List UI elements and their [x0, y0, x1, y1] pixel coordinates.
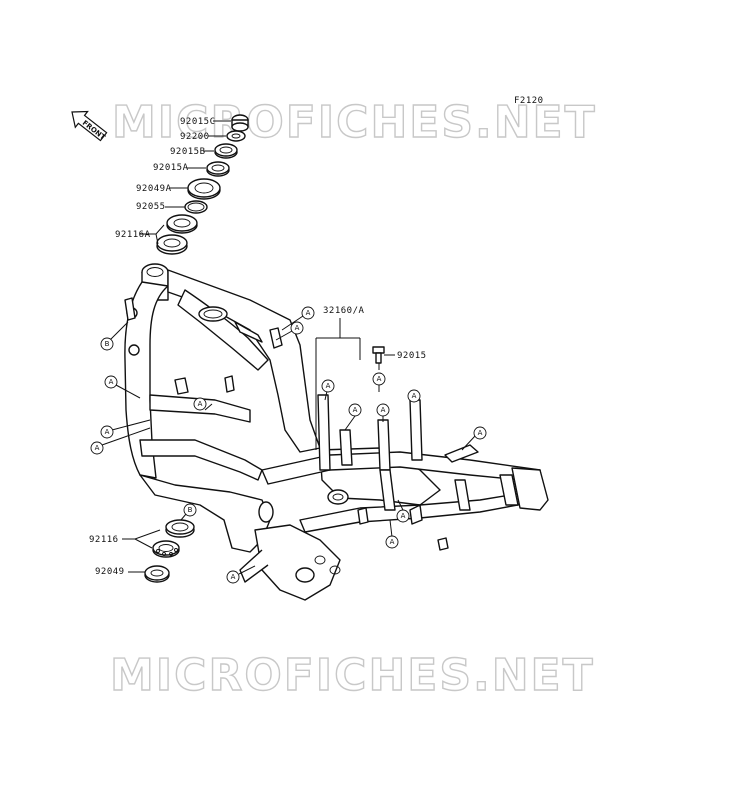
- label-92116a[interactable]: 92116A: [115, 230, 151, 240]
- part-92116-upper[interactable]: [165, 519, 195, 538]
- watermark-bottom: MICROFICHES.NET: [110, 650, 595, 701]
- label-92015c[interactable]: 92015C: [180, 117, 216, 127]
- svg-text:B: B: [188, 506, 193, 514]
- upper-labels: 92015C 92200 92015B 92015A 92049A 92055 …: [115, 117, 231, 245]
- svg-text:A: A: [306, 309, 311, 317]
- callout-a-4: A: [193, 397, 213, 411]
- label-92055[interactable]: 92055: [136, 202, 166, 212]
- part-92049a[interactable]: [187, 178, 221, 200]
- label-92049[interactable]: 92049: [95, 567, 125, 577]
- svg-text:A: A: [326, 382, 331, 390]
- callout-a-11: A: [407, 389, 421, 403]
- part-92116a-lower[interactable]: [156, 234, 188, 255]
- part-92015c[interactable]: [231, 114, 249, 132]
- part-92015[interactable]: [372, 346, 385, 364]
- label-32160a-group: 32160/A: [315, 306, 365, 450]
- svg-text:A: A: [105, 428, 110, 436]
- callout-a-3: A: [104, 375, 141, 399]
- diagram-code: F2120: [514, 96, 544, 106]
- steering-stem-parts: [156, 114, 249, 255]
- svg-text:A: A: [401, 512, 406, 520]
- svg-text:A: A: [95, 444, 100, 452]
- svg-text:A: A: [412, 392, 417, 400]
- svg-text:A: A: [377, 375, 382, 383]
- svg-text:A: A: [381, 406, 386, 414]
- label-92015a[interactable]: 92015A: [153, 163, 189, 173]
- svg-text:A: A: [295, 324, 300, 332]
- callout-a-10: A: [376, 403, 390, 422]
- svg-text:A: A: [198, 400, 203, 408]
- callout-a-9: A: [344, 403, 362, 431]
- callout-a-2: A: [275, 321, 304, 341]
- svg-text:A: A: [390, 538, 395, 546]
- callout-a-13: A: [396, 499, 410, 523]
- callout-a-1: A: [281, 306, 315, 331]
- part-92015b[interactable]: [214, 143, 238, 159]
- callout-b-1: B: [100, 321, 129, 351]
- label-92015[interactable]: 92015: [397, 351, 427, 361]
- part-92200[interactable]: [226, 130, 246, 142]
- callout-a-5: A: [100, 419, 151, 439]
- part-92055[interactable]: [184, 200, 208, 214]
- part-92015a[interactable]: [206, 161, 230, 177]
- callout-a-15: A: [226, 565, 256, 584]
- svg-text:B: B: [105, 340, 110, 348]
- svg-text:A: A: [353, 406, 358, 414]
- part-92116-lower[interactable]: [152, 540, 180, 558]
- frame-assembly[interactable]: [124, 263, 549, 601]
- callout-a-14: A: [385, 519, 399, 549]
- callouts: B B A A A A: [90, 306, 487, 584]
- svg-text:A: A: [109, 378, 114, 386]
- label-32160a[interactable]: 32160/A: [323, 306, 365, 316]
- callout-a-12: A: [461, 426, 487, 451]
- label-92049a[interactable]: 92049A: [136, 184, 172, 194]
- svg-text:A: A: [231, 573, 236, 581]
- callout-a-8: A: [372, 372, 386, 392]
- part-92116a-upper[interactable]: [166, 214, 198, 234]
- watermark-top: MICROFICHES.NET: [112, 97, 597, 148]
- part-92049[interactable]: [144, 565, 170, 583]
- svg-text:A: A: [478, 429, 483, 437]
- callout-b-2: B: [180, 503, 197, 521]
- callout-a-7: A: [321, 379, 335, 401]
- label-92200[interactable]: 92200: [180, 132, 210, 142]
- lower-stem-parts: 92116 92049: [89, 519, 195, 583]
- front-arrow-icon: FRONT: [71, 110, 108, 142]
- callout-a-6: A: [90, 427, 151, 455]
- label-92015b[interactable]: 92015B: [170, 147, 206, 157]
- label-92116[interactable]: 92116: [89, 535, 119, 545]
